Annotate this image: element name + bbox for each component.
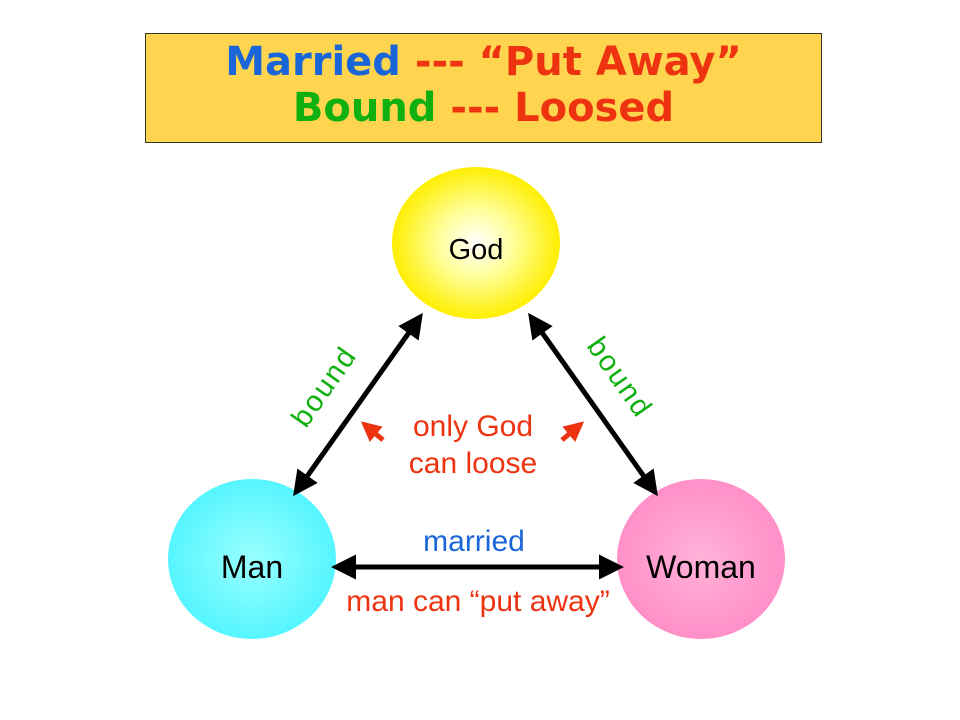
title-box: Married --- “Put Away” Bound --- Loosed: [145, 33, 822, 143]
man-label: Man: [221, 549, 283, 585]
title-bound: Bound: [292, 85, 437, 131]
title-sep-1: ---: [400, 39, 479, 85]
loose-note-line1: only God: [413, 410, 533, 443]
arrow-man-god: [293, 312, 423, 497]
woman-label: Woman: [646, 549, 756, 585]
put-away-note: man can “put away”: [346, 585, 609, 618]
title-line-2: Bound --- Loosed: [146, 85, 821, 131]
loose-note-line2: can loose: [409, 447, 537, 480]
god-label: God: [449, 234, 504, 266]
title-put-away: “Put Away”: [478, 39, 742, 85]
title-loosed: Loosed: [514, 85, 675, 131]
title-married: Married: [225, 39, 401, 85]
man-node: [168, 479, 336, 639]
bound-right-label: bound: [580, 332, 658, 425]
red-arrow-left: [360, 421, 385, 442]
god-node: [392, 167, 560, 319]
bound-left-label: bound: [286, 341, 364, 434]
title-sep-2: ---: [436, 85, 515, 131]
married-label: married: [423, 525, 525, 558]
woman-node: [617, 479, 785, 639]
title-line-1: Married --- “Put Away”: [146, 39, 821, 85]
red-arrow-right: [560, 421, 585, 442]
arrow-god-woman: [528, 312, 658, 497]
